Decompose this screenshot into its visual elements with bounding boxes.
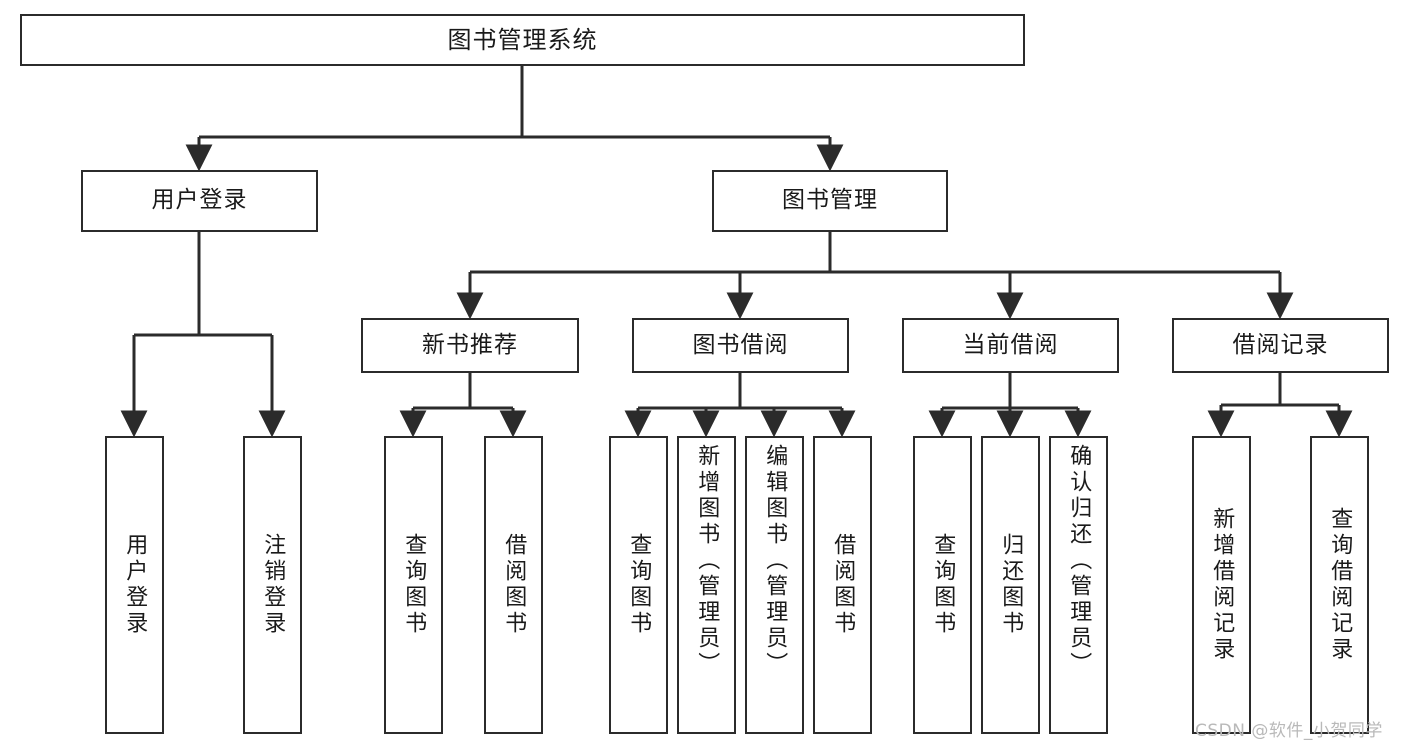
node-label: 新增图书（管理员） [694, 444, 720, 678]
node-label: 用户登录 [151, 187, 248, 214]
node-leaf-confirm-return-admin[interactable]: 确认归还（管理员） [1049, 436, 1108, 734]
node-leaf-borrow-book-new[interactable]: 借阅图书 [484, 436, 543, 734]
node-label: 查询图书 [930, 533, 956, 637]
node-current-borrow[interactable]: 当前借阅 [902, 318, 1119, 373]
node-label: 查询图书 [401, 533, 427, 637]
node-label: 图书管理系统 [447, 25, 598, 54]
node-label: 用户登录 [122, 533, 148, 637]
node-leaf-query-borrow-record[interactable]: 查询借阅记录 [1310, 436, 1369, 734]
node-label: 查询图书 [626, 533, 652, 637]
node-label: 新书推荐 [422, 331, 518, 358]
node-leaf-return-book[interactable]: 归还图书 [981, 436, 1040, 734]
node-label: 注销登录 [260, 533, 286, 637]
watermark-text: CSDN @软件_小贺同学 [1195, 721, 1383, 741]
node-label: 确认归还（管理员） [1066, 444, 1092, 678]
node-label: 新增借阅记录 [1209, 507, 1235, 663]
node-leaf-user-logout[interactable]: 注销登录 [243, 436, 302, 734]
node-label: 图书借阅 [692, 331, 789, 358]
node-leaf-query-book-borrow[interactable]: 查询图书 [609, 436, 668, 734]
node-label: 编辑图书（管理员） [762, 444, 788, 678]
node-book-borrow[interactable]: 图书借阅 [632, 318, 849, 373]
node-book-manage[interactable]: 图书管理 [712, 170, 948, 232]
node-leaf-add-borrow-record[interactable]: 新增借阅记录 [1192, 436, 1251, 734]
node-leaf-query-book-current[interactable]: 查询图书 [913, 436, 972, 734]
node-leaf-edit-book-admin[interactable]: 编辑图书（管理员） [745, 436, 804, 734]
node-leaf-borrow-book-borrow[interactable]: 借阅图书 [813, 436, 872, 734]
node-label: 归还图书 [998, 533, 1024, 637]
node-label: 图书管理 [782, 187, 878, 214]
node-borrow-record[interactable]: 借阅记录 [1172, 318, 1389, 373]
node-leaf-add-book-admin[interactable]: 新增图书（管理员） [677, 436, 736, 734]
node-label: 借阅图书 [830, 533, 856, 637]
node-label: 借阅图书 [501, 533, 527, 637]
node-new-book-recommend[interactable]: 新书推荐 [361, 318, 579, 373]
node-root-book-management-system[interactable]: 图书管理系统 [20, 14, 1025, 66]
node-label: 当前借阅 [962, 331, 1059, 358]
node-label: 查询借阅记录 [1327, 507, 1353, 663]
node-user-login[interactable]: 用户登录 [81, 170, 318, 232]
node-leaf-query-book-new[interactable]: 查询图书 [384, 436, 443, 734]
node-label: 借阅记录 [1232, 331, 1329, 358]
node-leaf-user-login[interactable]: 用户登录 [105, 436, 164, 734]
